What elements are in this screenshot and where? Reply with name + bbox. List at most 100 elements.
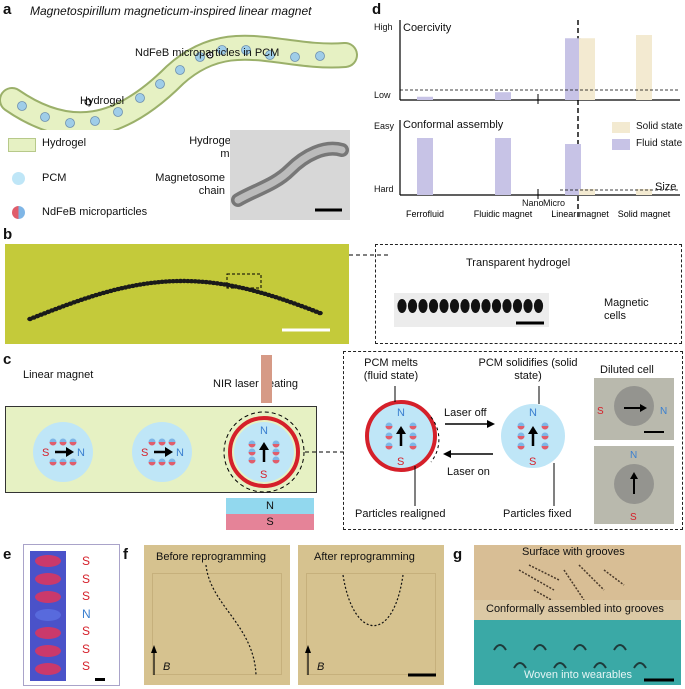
- bar-fluid-coercivity-1: [495, 92, 511, 100]
- pcm-particle: [113, 107, 123, 117]
- nir-laser-rod: [261, 355, 272, 403]
- field-blob-3: [35, 609, 61, 621]
- label-transparent-hydrogel: Transparent hydrogel: [466, 257, 571, 269]
- category-label-2: Linear magnet: [551, 209, 609, 219]
- panel-c-letter: c: [3, 351, 12, 368]
- magnet-s-pole: S: [226, 514, 314, 530]
- chain-bead: [317, 310, 323, 316]
- svg-text:N: N: [260, 425, 268, 437]
- label-after: After reprogramming: [314, 551, 415, 563]
- magnetic-cell: [512, 299, 523, 313]
- pcm-particle: [40, 112, 50, 122]
- panel-g-letter: g: [453, 546, 463, 563]
- conformal-hard: Hard: [374, 184, 394, 194]
- panel-c-zoom-box: [343, 351, 683, 530]
- legend-solid: Solid state: [636, 121, 683, 132]
- magnetic-cell: [502, 299, 512, 313]
- legend-pcm: PCM: [42, 172, 67, 184]
- nano-label: Nano: [522, 198, 544, 208]
- pcm-particle: [90, 116, 100, 126]
- photo-top-n-pole: N: [660, 406, 667, 417]
- label-diluted-cell: Diluted cell: [600, 364, 654, 376]
- pcm-swatch: [12, 172, 25, 185]
- grooves-caption-strip: Conformally assembled into grooves: [474, 600, 681, 620]
- pcm-particle: [135, 93, 145, 103]
- label-particles-realigned: Particles realigned: [355, 508, 446, 520]
- label-pcm-solidifies: PCM solidifies (solid state): [478, 357, 578, 382]
- bar-fluid-coercivity-0: [417, 96, 433, 100]
- woven-wearable-photo: Conformally assembled into grooves Woven…: [474, 620, 681, 685]
- label-particles-fixed: Particles fixed: [503, 508, 572, 520]
- svg-text:S: S: [42, 447, 49, 459]
- before-groove-outline: [152, 573, 282, 675]
- diluted-cell-photo-top: S N: [594, 378, 674, 440]
- svg-text:N: N: [77, 447, 85, 459]
- magnetic-cell: [418, 299, 428, 313]
- field-blob-4: [35, 627, 61, 639]
- svg-text:S: S: [529, 456, 536, 468]
- coercivity-high: High: [374, 22, 393, 32]
- bar-fluid-conformal-2: [565, 144, 581, 195]
- pcm-particle: [155, 79, 165, 89]
- bar-solid-coercivity-3: [636, 35, 652, 100]
- label-before: Before reprogramming: [156, 551, 267, 563]
- legend-fluid-swatch: [612, 139, 630, 150]
- panel-a-letter: a: [3, 1, 12, 18]
- magnetic-field-image: [30, 551, 66, 681]
- magnetic-cell: [449, 299, 460, 313]
- scale-bar-e: [95, 678, 105, 681]
- field-b-before: B: [163, 661, 171, 673]
- panel-a-title: Magnetospirillum magneticum-inspired lin…: [30, 4, 311, 18]
- svg-text:N: N: [397, 407, 405, 419]
- panel-d-letter: d: [372, 1, 382, 18]
- label-magnetic-cells: Magnetic cells: [604, 297, 649, 322]
- pcm-particle: [217, 45, 227, 55]
- bar-solid-coercivity-2: [579, 38, 595, 100]
- label-linear-magnet: Linear magnet: [23, 369, 94, 381]
- magnetic-cell: [533, 299, 544, 313]
- photo-bottom-n-pole: N: [630, 450, 637, 461]
- category-label-0: Ferrofluid: [406, 209, 444, 219]
- svg-text:S: S: [397, 456, 404, 468]
- pole-label-3: N: [82, 606, 91, 621]
- panel-b-zoom-box: Transparent hydrogel Magnetic cells: [375, 244, 682, 344]
- svg-text:S: S: [260, 469, 267, 481]
- field-blob-5: [35, 645, 61, 657]
- label-magnetosome: Magnetosome chain: [155, 172, 225, 197]
- label-ndfeb-in-pcm: NdFeB microparticles in PCM: [135, 47, 280, 59]
- label-pcm-melts: PCM melts (fluid state): [363, 357, 419, 382]
- label-woven: Woven into wearables: [524, 669, 633, 681]
- category-label-3: Solid magnet: [618, 209, 671, 219]
- magnetic-cell: [460, 299, 470, 313]
- field-blob-1: [35, 573, 61, 585]
- bar-solid-conformal-3: [636, 189, 652, 195]
- pcm-particle: [65, 118, 75, 128]
- label-nir-heating: NIR laser heating: [213, 378, 298, 390]
- bar-fluid-conformal-1: [495, 138, 511, 195]
- field-blob-2: [35, 591, 61, 603]
- pcm-particle: [265, 50, 275, 60]
- coercivity-axis-label: Coercivity: [403, 22, 452, 34]
- magnet-n-pole: N: [226, 498, 314, 514]
- after-reprogramming-photo: After reprogramming B: [298, 545, 444, 685]
- panel-f-letter: f: [123, 546, 128, 563]
- label-conformal-assembled: Conformally assembled into grooves: [486, 603, 664, 615]
- linear-magnet-illustration: [0, 34, 358, 130]
- pcm-particle: [241, 45, 251, 55]
- coercivity-low: Low: [374, 90, 391, 100]
- magnetic-cell: [481, 299, 491, 313]
- before-reprogramming-photo: Before reprogramming B: [144, 545, 290, 685]
- field-blob-6: [35, 663, 61, 675]
- panel-a-title-text: Magnetospirillum magneticum-inspired lin…: [30, 4, 312, 18]
- field-b-after: B: [317, 661, 325, 673]
- bar-fluid-coercivity-2: [565, 38, 581, 100]
- solid-state-cell: NS: [501, 404, 565, 468]
- legend-hydrogel: Hydrogel: [42, 137, 87, 149]
- pole-label-1: S: [82, 571, 91, 586]
- diluted-cell-photo-bottom: N S: [594, 446, 674, 524]
- after-groove-outline: [306, 573, 436, 675]
